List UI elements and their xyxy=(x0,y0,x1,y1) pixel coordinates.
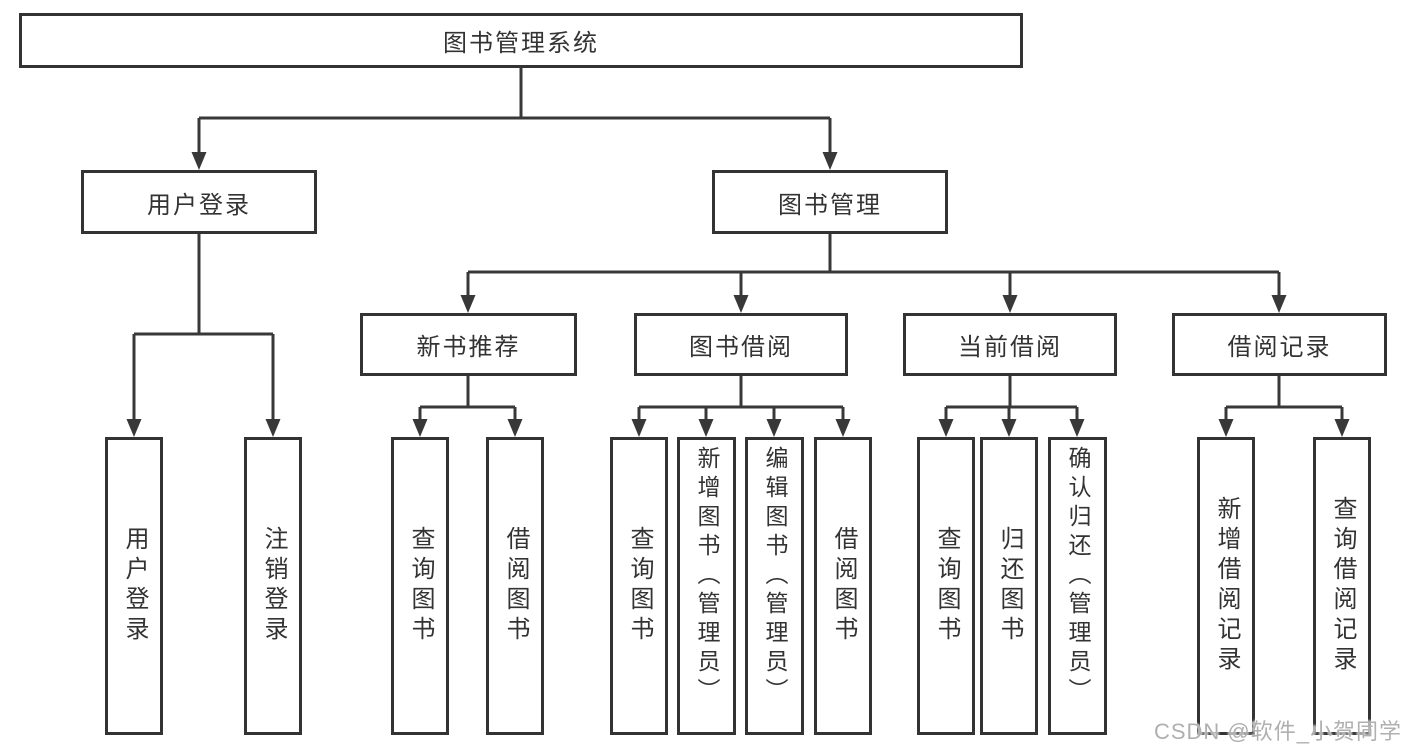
leaf-query-borrow-record: 查询借阅记录 xyxy=(1313,437,1371,735)
node-borrow-records: 借阅记录 xyxy=(1172,313,1387,376)
leaf-user-login: 用户登录 xyxy=(105,437,163,735)
node-new-book-recommendation: 新书推荐 xyxy=(360,313,577,376)
edge-root-to-level2 xyxy=(197,68,832,154)
node-book-management: 图书管理 xyxy=(712,170,948,234)
arrowheads-user-login-children xyxy=(126,419,281,437)
arrowheads-book-management-children xyxy=(460,295,1287,313)
arrowheads-recommendation-children xyxy=(412,419,523,437)
arrowheads-current-borrowing-children xyxy=(938,419,1085,437)
leaf-return-books: 归还图书 xyxy=(980,437,1038,735)
arrowheads-root-to-level2 xyxy=(191,152,838,170)
node-user-login: 用户登录 xyxy=(81,170,317,234)
edge-current-borrowing-children xyxy=(944,376,1079,421)
leaf-borrowing-borrow-books: 借阅图书 xyxy=(814,437,872,735)
arrowheads-book-borrowing-children xyxy=(631,419,851,437)
leaf-current-query-books: 查询图书 xyxy=(917,437,975,735)
node-root: 图书管理系统 xyxy=(19,13,1023,68)
leaf-recommend-borrow-books: 借阅图书 xyxy=(486,437,544,735)
node-current-borrowing: 当前借阅 xyxy=(903,313,1117,376)
arrowheads-borrow-records-children xyxy=(1218,419,1350,437)
watermark-text: CSDN @软件_小贺同学 xyxy=(1153,719,1402,744)
leaf-recommend-query-books: 查询图书 xyxy=(391,437,449,735)
edge-user-login-children xyxy=(132,234,275,421)
leaf-add-borrow-record: 新增借阅记录 xyxy=(1197,437,1255,735)
leaf-add-books-admin: 新增图书（管理员） xyxy=(677,437,736,735)
edge-book-management-children xyxy=(466,234,1281,297)
leaf-logout: 注销登录 xyxy=(244,437,302,735)
edge-borrow-records-children xyxy=(1224,376,1344,421)
edge-book-borrowing-children xyxy=(637,376,845,421)
leaf-confirm-return-admin: 确认归还（管理员） xyxy=(1048,437,1107,735)
leaf-borrowing-query-books: 查询图书 xyxy=(610,437,668,735)
node-book-borrowing: 图书借阅 xyxy=(634,313,848,376)
leaf-edit-books-admin: 编辑图书（管理员） xyxy=(745,437,804,735)
edge-recommendation-children xyxy=(418,376,517,421)
